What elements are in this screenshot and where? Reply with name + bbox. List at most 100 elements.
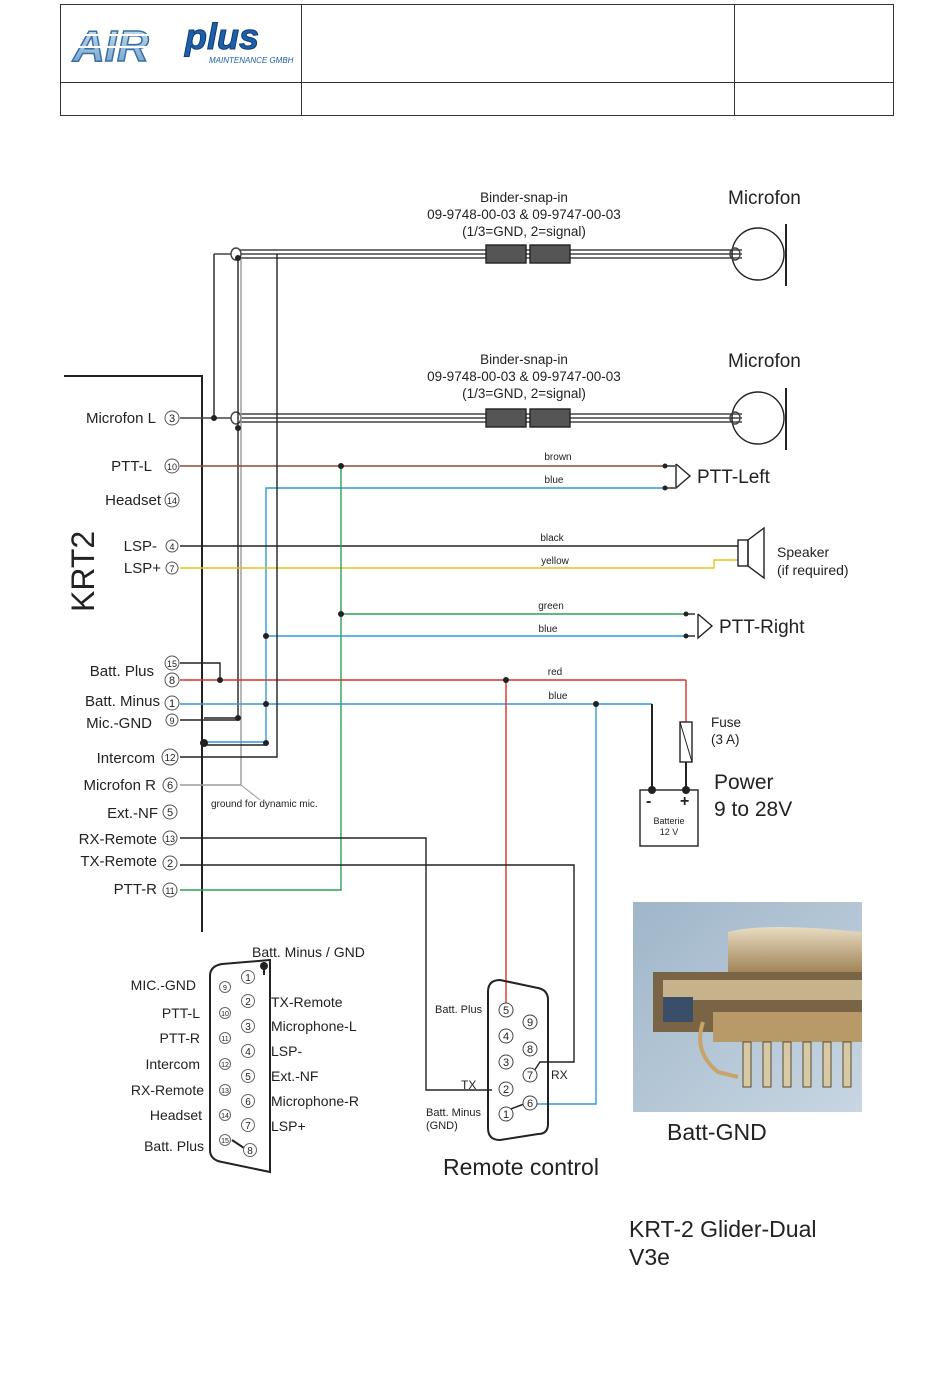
pin-number: 2 xyxy=(162,855,178,871)
sub15-left-label: Intercom xyxy=(146,1056,200,1072)
power-range: 9 to 28V xyxy=(714,798,792,821)
pin-label: Microfon L xyxy=(86,410,156,427)
binder-plug-2a xyxy=(485,408,527,428)
pin-number: 13 xyxy=(162,830,178,846)
sub15-pin: 12 xyxy=(219,1058,231,1070)
battery-icon xyxy=(639,789,699,847)
svg-text:13: 13 xyxy=(165,834,175,844)
svg-text:4: 4 xyxy=(503,1031,509,1043)
sub15-left-label: Headset xyxy=(150,1107,202,1123)
pin-number: 6 xyxy=(162,777,178,793)
logo-sub: MAINTENANCE GMBH xyxy=(209,56,294,65)
pin-number: 3 xyxy=(164,410,180,426)
svg-text:10: 10 xyxy=(221,1011,229,1018)
svg-text:14: 14 xyxy=(221,1113,229,1120)
header-cell-bl xyxy=(60,82,302,116)
svg-text:15: 15 xyxy=(221,1138,229,1145)
pin-number: 8 xyxy=(164,672,180,688)
mic2-connector-line1: Binder-snap-in xyxy=(480,352,568,367)
battery-minus: - xyxy=(646,793,651,810)
pin-number: 1 xyxy=(164,695,180,711)
svg-text:7: 7 xyxy=(527,1070,533,1082)
sub15-right-label: LSP+ xyxy=(271,1118,306,1134)
svg-text:9: 9 xyxy=(169,716,174,726)
sub15-left-label: PTT-R xyxy=(160,1030,200,1046)
speaker-label: Speaker xyxy=(777,544,829,560)
remote-batt-minus: Batt. Minus xyxy=(426,1107,482,1119)
remote-pin: 6 xyxy=(522,1095,538,1111)
doc-title-line2: V3e xyxy=(629,1244,670,1270)
sub15-pin: 3 xyxy=(241,1019,255,1033)
sub15-pin: 10 xyxy=(219,1007,231,1019)
svg-text:12: 12 xyxy=(164,753,176,764)
svg-text:15: 15 xyxy=(167,659,177,669)
mic2-connector-line2: 09-9748-00-03 & 09-9747-00-03 xyxy=(427,369,621,384)
header-cell-br xyxy=(734,82,894,116)
sub15-right-label: LSP- xyxy=(271,1043,302,1059)
remote-pin: 9 xyxy=(522,1014,538,1030)
pin-label: Batt. Plus xyxy=(90,663,154,680)
svg-text:12: 12 xyxy=(221,1062,229,1069)
remote-pin: 7 xyxy=(522,1067,538,1083)
binder-plug-2b xyxy=(529,408,571,428)
remote-pin: 3 xyxy=(498,1054,514,1070)
pin-number: 11 xyxy=(162,882,178,898)
sub15-pin: 2 xyxy=(241,994,255,1008)
sub15-left-label: RX-Remote xyxy=(131,1082,204,1098)
speaker-note: (if required) xyxy=(777,562,849,578)
wire-label-blue: blue xyxy=(539,624,558,635)
sub15-pin: 13 xyxy=(219,1084,231,1096)
remote-pin: 2 xyxy=(498,1081,514,1097)
svg-text:10: 10 xyxy=(167,462,177,472)
mic2-connector-line3: (1/3=GND, 2=signal) xyxy=(462,386,586,401)
ptt-right-label: PTT-Right xyxy=(719,617,805,638)
svg-text:11: 11 xyxy=(165,886,174,896)
ptt-left-icon xyxy=(675,463,692,490)
battery-voltage: 12 V xyxy=(660,827,679,837)
svg-text:6: 6 xyxy=(167,780,173,792)
remote-pin: 4 xyxy=(498,1028,514,1044)
battery-label: Batterie xyxy=(653,816,684,826)
svg-text:5: 5 xyxy=(245,1072,251,1083)
wire-label-green: green xyxy=(538,601,564,612)
svg-text:6: 6 xyxy=(245,1097,251,1108)
svg-text:8: 8 xyxy=(527,1044,533,1056)
header-cell-bm xyxy=(301,82,735,116)
sub15-right-label: Microphone-R xyxy=(271,1093,359,1109)
svg-text:5: 5 xyxy=(503,1005,509,1017)
svg-text:11: 11 xyxy=(221,1036,228,1043)
fuse-rating: (3 A) xyxy=(711,732,740,747)
fuse-label: Fuse xyxy=(711,715,741,730)
remote-pin: 5 xyxy=(498,1002,514,1018)
airplus-logo: AIR plus MAINTENANCE GMBH xyxy=(71,16,294,72)
binder-plug-1b xyxy=(529,244,571,264)
sub15-right-label: TX-Remote xyxy=(271,994,343,1010)
microfon-2-label: Microfon xyxy=(728,351,801,372)
wire-label-blue: blue xyxy=(545,475,564,486)
ptt-right-icon xyxy=(697,613,714,640)
header-table: AIR plus MAINTENANCE GMBH xyxy=(60,4,894,116)
connector-photo xyxy=(633,902,862,1112)
ptt-left-label: PTT-Left xyxy=(697,467,771,488)
krt2-title: KRT2 xyxy=(65,531,101,612)
speaker-icon xyxy=(737,539,749,567)
svg-text:14: 14 xyxy=(167,496,177,506)
pin-number: 14 xyxy=(164,492,180,508)
mic1-connector-line3: (1/3=GND, 2=signal) xyxy=(462,224,586,239)
mic1-connector-line2: 09-9748-00-03 & 09-9747-00-03 xyxy=(427,207,621,222)
battery-plus: + xyxy=(680,793,689,810)
pin-label: PTT-R xyxy=(114,881,157,898)
sub15-right-label: Microphone-L xyxy=(271,1018,357,1034)
sub15-pin: 15 xyxy=(219,1134,231,1146)
logo-cell: AIR plus MAINTENANCE GMBH xyxy=(60,4,302,83)
sub15-top-label: Batt. Minus / GND xyxy=(252,944,365,960)
wire-label-red: red xyxy=(548,667,562,678)
sub15-pin: 6 xyxy=(241,1094,255,1108)
mic1-connector-line1: Binder-snap-in xyxy=(480,190,568,205)
svg-text:1: 1 xyxy=(503,1109,509,1121)
svg-text:4: 4 xyxy=(245,1047,251,1058)
svg-text:3: 3 xyxy=(245,1022,251,1033)
pin-number: 9 xyxy=(165,713,179,727)
svg-text:8: 8 xyxy=(169,675,175,687)
